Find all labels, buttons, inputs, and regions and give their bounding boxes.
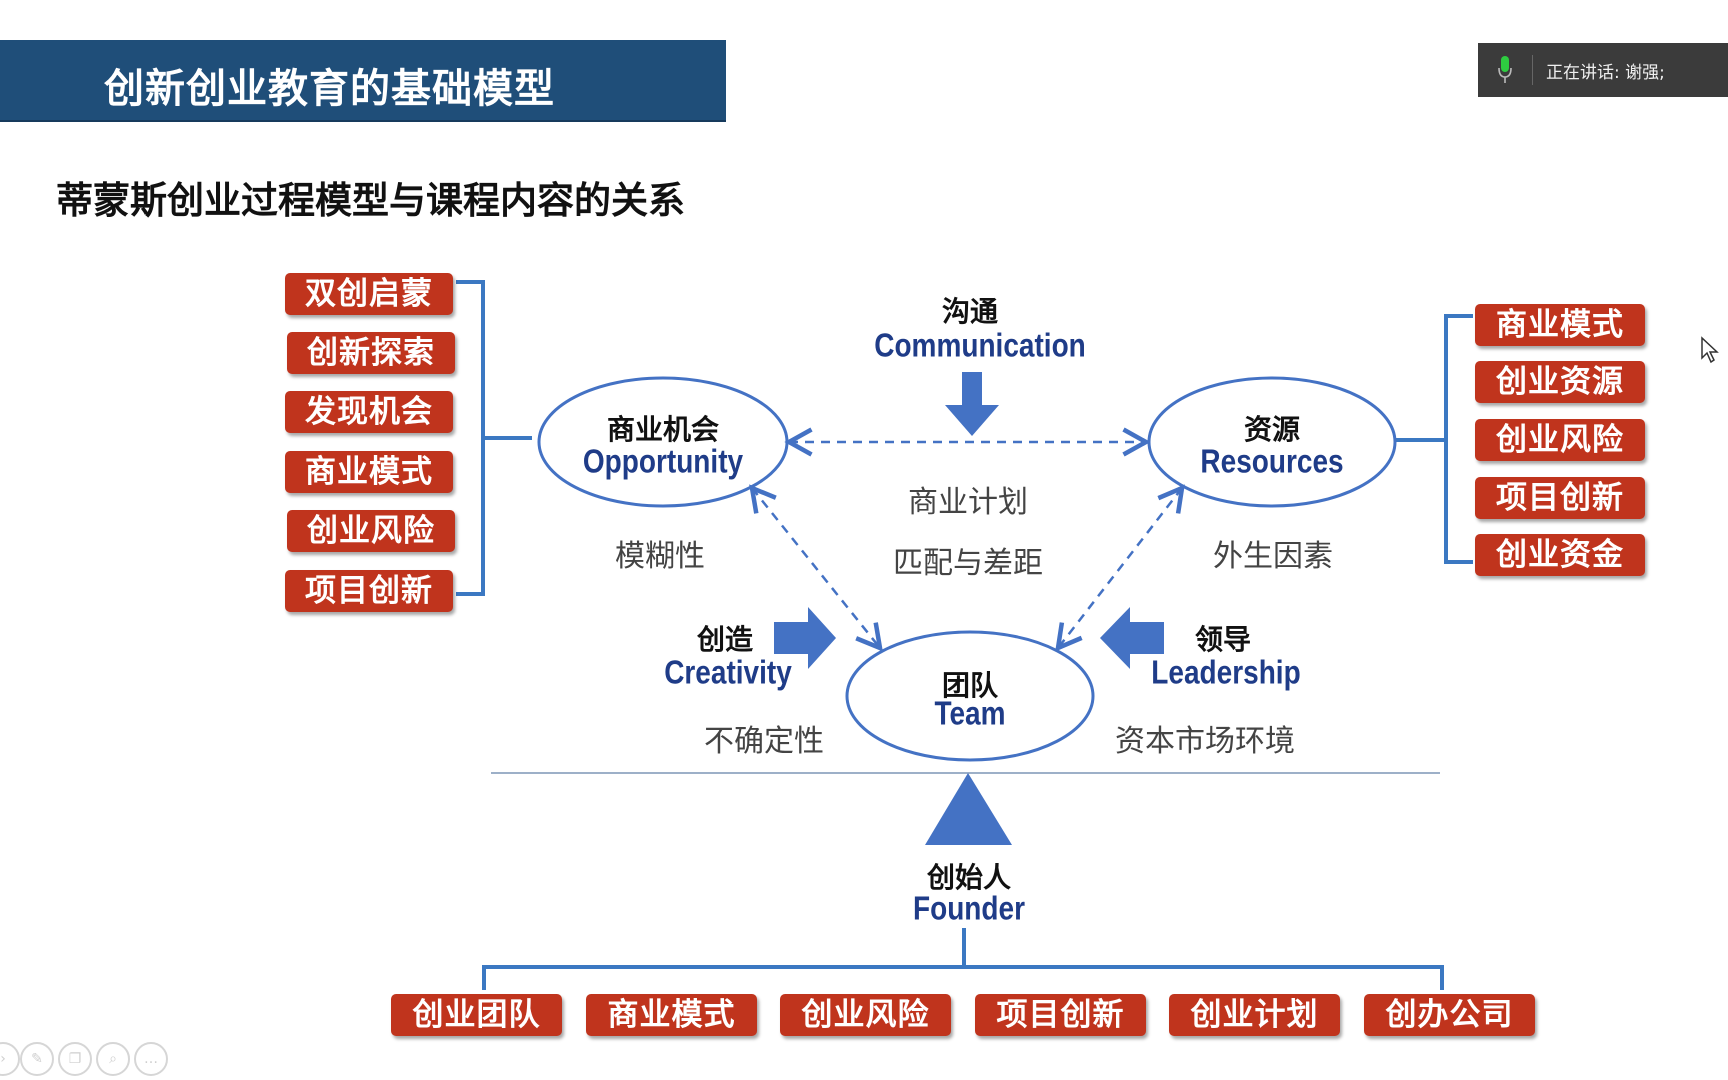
founder-triangle xyxy=(925,773,1012,845)
capital-market-label: 资本市场环境 xyxy=(1115,724,1295,759)
exogenous-label: 外生因素 xyxy=(1213,539,1333,574)
connector-opportunity-team xyxy=(749,484,883,652)
copy-icon[interactable]: ❐ xyxy=(58,1042,92,1076)
communication-zh: 沟通 xyxy=(941,295,998,328)
right-tag: 创业资金 xyxy=(1475,534,1645,576)
right-tag: 创业风险 xyxy=(1475,419,1645,461)
communication-en: Communication xyxy=(874,327,1086,364)
bottom-tag: 创业团队 xyxy=(391,994,562,1036)
left-tag: 创业风险 xyxy=(287,510,455,552)
opportunity-zh: 商业机会 xyxy=(606,413,719,446)
speaker-label: 正在讲话: 谢强; xyxy=(1546,63,1665,83)
uncertainty-label: 不确定性 xyxy=(704,724,824,759)
left-tag: 商业模式 xyxy=(285,451,453,493)
left-tag: 发现机会 xyxy=(285,391,453,433)
left-bracket xyxy=(456,280,532,596)
bottom-tag: 创业计划 xyxy=(1169,994,1340,1036)
bottom-bracket xyxy=(482,928,1444,990)
bottom-tag: 创业风险 xyxy=(780,994,951,1036)
leadership-arrow xyxy=(1100,607,1164,669)
speaker-divider xyxy=(1532,55,1533,85)
creativity-arrow xyxy=(774,607,836,669)
communication-arrow xyxy=(945,372,999,436)
leadership-en: Leadership xyxy=(1151,654,1301,691)
microphone-icon xyxy=(1498,56,1512,83)
fit-gap-label: 匹配与差距 xyxy=(893,546,1043,581)
leadership-zh: 领导 xyxy=(1194,623,1251,656)
team-en: Team xyxy=(934,695,1006,732)
bottom-tag: 商业模式 xyxy=(586,994,757,1036)
right-tag: 商业模式 xyxy=(1475,304,1645,346)
left-tag: 创新探索 xyxy=(287,332,455,374)
bottom-tag: 创办公司 xyxy=(1364,994,1535,1036)
right-bracket xyxy=(1396,314,1473,564)
left-tag: 项目创新 xyxy=(285,570,453,612)
team-zh: 团队 xyxy=(941,669,998,702)
resources-en: Resources xyxy=(1200,443,1344,480)
founder-zh: 创始人 xyxy=(926,861,1011,894)
left-tag: 双创启蒙 xyxy=(285,273,453,315)
connector-resources-team xyxy=(1055,484,1185,652)
title-bar: 创新创业教育的基础模型 xyxy=(0,40,726,120)
founder-en: Founder xyxy=(913,890,1025,927)
more-icon[interactable]: … xyxy=(134,1042,168,1076)
right-tag: 项目创新 xyxy=(1475,477,1645,519)
pen-icon[interactable]: ✎ xyxy=(20,1042,54,1076)
creativity-en: Creativity xyxy=(664,654,792,691)
speaker-panel: 正在讲话: 谢强; xyxy=(1478,43,1728,97)
bottom-tag: 项目创新 xyxy=(975,994,1146,1036)
slide-subtitle: 蒂蒙斯创业过程模型与课程内容的关系 xyxy=(56,179,685,222)
creativity-zh: 创造 xyxy=(696,623,753,656)
slide-title: 创新创业教育的基础模型 xyxy=(104,66,555,112)
business-plan-label: 商业计划 xyxy=(908,485,1028,520)
resources-zh: 资源 xyxy=(1243,413,1300,446)
zoom-icon[interactable]: ⌕ xyxy=(96,1042,130,1076)
right-tag: 创业资源 xyxy=(1475,361,1645,403)
mouse-cursor-icon xyxy=(1701,336,1719,364)
team-ellipse xyxy=(845,630,1095,762)
ambiguity-label: 模糊性 xyxy=(615,539,705,574)
opportunity-en: Opportunity xyxy=(582,443,744,480)
